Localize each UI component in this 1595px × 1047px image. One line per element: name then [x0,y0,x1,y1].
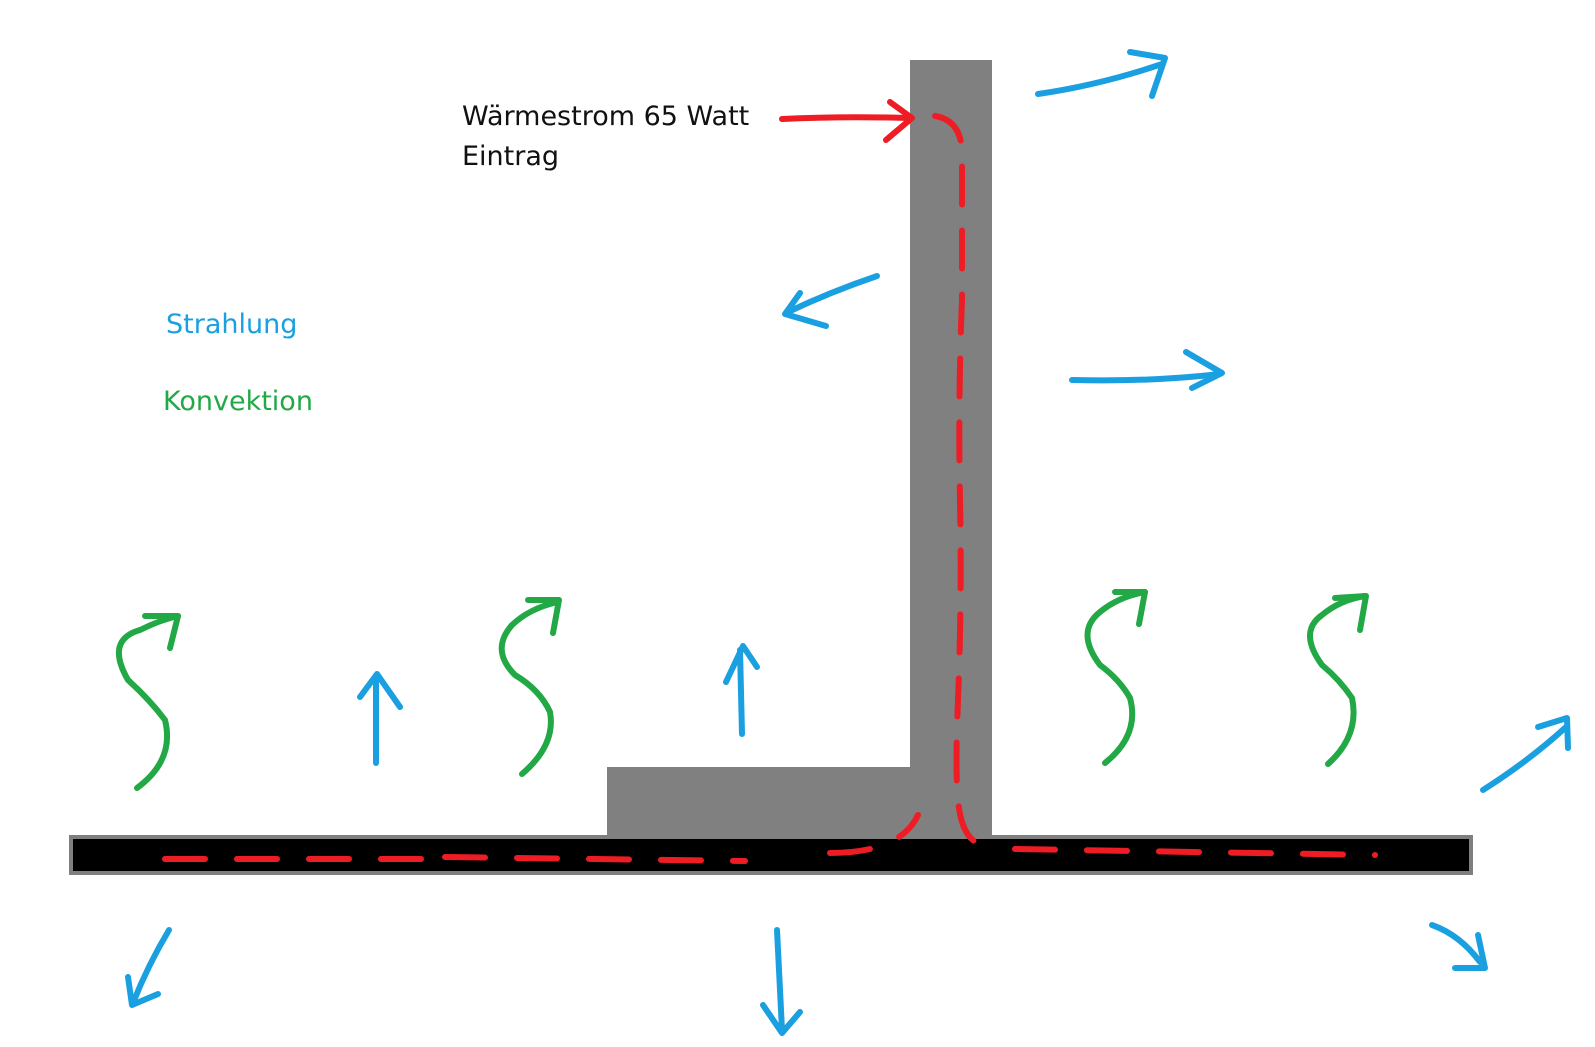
heat-flow-line1: Wärmestrom 65 Watt [462,101,750,132]
convection-arrows [116,589,1369,791]
convection-arrow-3 [1084,589,1148,766]
radiation-arrow-top-right [1035,49,1168,99]
radiation-arrow-down-left [125,927,172,1008]
legend-radiation-label: Strahlung [166,309,298,340]
heat-input-arrow [779,99,915,143]
radiation-arrows [125,49,1571,1036]
heat-flow-horizontal [162,812,1378,864]
radiation-arrow-wall-left [782,273,880,329]
flange-block [607,767,912,839]
heat-flow-path [162,113,1378,864]
heat-flow-line2: Eintrag [462,141,560,172]
radiation-arrow-up-2 [723,643,760,737]
convection-arrow-2 [498,597,562,777]
radiation-arrow-far-right-up [1480,715,1571,793]
vertical-wall [910,60,992,839]
legend-convection-label: Konvektion [163,386,313,417]
heat-flow-vertical [932,113,988,848]
heat-flow-annotation: Wärmestrom 65 Watt Eintrag [462,97,749,177]
radiation-arrow-down-center [760,927,803,1036]
radiation-arrow-up-1 [357,671,403,766]
convection-arrow-4 [1307,593,1369,767]
radiation-arrow-down-right [1429,922,1488,971]
radiation-arrow-wall-right [1069,349,1225,391]
convection-arrow-1 [116,613,181,791]
